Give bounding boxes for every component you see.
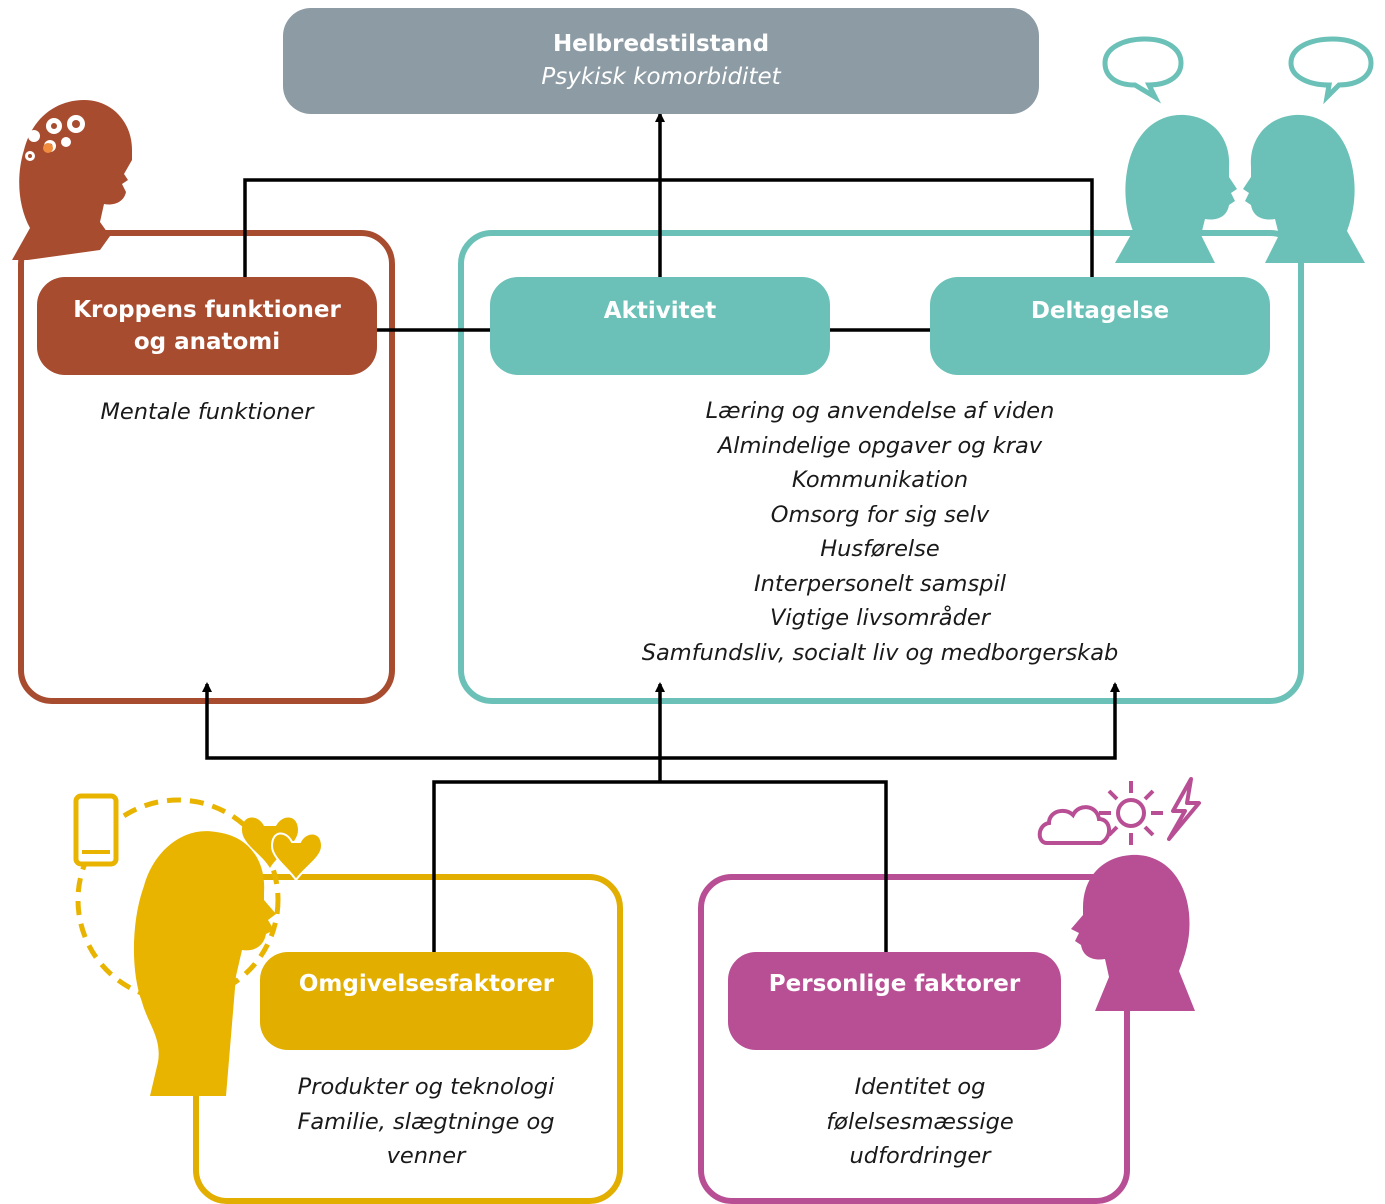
personal-items: Identitet og følelsesmæssige udfordringe… [720,1070,1120,1174]
list-item: følelsesmæssige [826,1108,1014,1135]
weather-mood-head-icon [1037,777,1201,1011]
list-item: Mentale funktioner [100,399,314,425]
environment-items: Produkter og teknologi Familie, slægtnin… [226,1070,626,1174]
personal-title: Personlige faktorer [768,971,1021,997]
list-item: Interpersonelt samspil [754,570,1006,597]
list-item: Vigtige livsområder [770,605,990,631]
activity-box: Aktivitet [490,277,830,375]
activity-participation-items: Læring og anvendelse af viden Almindelig… [520,394,1240,670]
list-item: Familie, slægtninge og [297,1108,555,1135]
talking-heads-icon [1102,36,1374,264]
list-item: Almindelige opgaver og krav [717,432,1043,459]
body-functions-title-line1: Kroppens funktioner [73,297,341,323]
personal-box: Personlige faktorer [728,952,1061,1050]
arrow-bottom-body [202,682,660,760]
list-item: Produkter og teknologi [297,1074,555,1100]
brain-gears-head-icon [12,100,132,260]
list-item: Samfundsliv, socialt liv og medborgerska… [641,639,1119,666]
body-functions-box: Kroppens funktioner og anatomi [37,277,377,375]
list-item: Omsorg for sig selv [770,501,990,528]
list-item: Læring og anvendelse af viden [705,398,1055,424]
environment-box: Omgivelsesfaktorer [260,952,593,1050]
body-functions-title-line2: og anatomi [133,329,281,355]
list-item: Husførelse [820,536,940,562]
list-item: Kommunikation [791,467,969,493]
list-item: Identitet og [854,1074,986,1100]
health-condition-box: Helbredstilstand Psykisk komorbiditet [283,8,1039,114]
social-head-icon [73,793,324,1096]
arrow-to-environment [429,780,660,966]
arrow-to-personal [660,780,891,966]
health-condition-title: Helbredstilstand [552,31,770,57]
health-condition-subtitle: Psykisk komorbiditet [541,64,781,90]
participation-box: Deltagelse [930,277,1270,375]
body-functions-items: Mentale funktioner [40,395,374,430]
list-item: venner [386,1143,466,1169]
activity-participation-frame [458,230,1304,704]
arrow-bottom-participation [660,682,1120,760]
arrow-top-participation [660,178,1097,290]
activity-title: Aktivitet [603,298,717,324]
participation-title: Deltagelse [1030,298,1170,324]
environment-title: Omgivelsesfaktorer [298,971,555,997]
list-item: udfordringer [849,1143,991,1169]
arrow-top-body [240,178,660,290]
